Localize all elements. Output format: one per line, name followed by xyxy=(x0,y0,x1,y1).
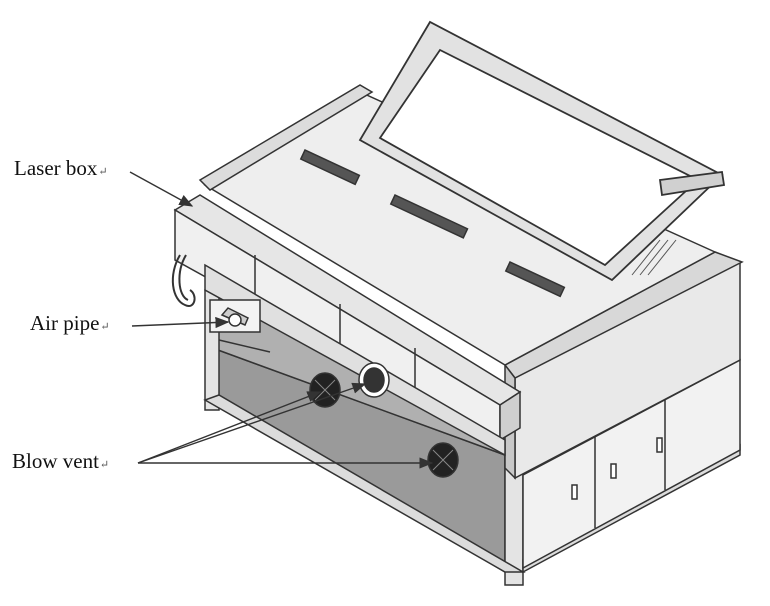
leader-lines xyxy=(129,171,434,469)
leader-air-pipe xyxy=(131,316,230,329)
laser-box-lower xyxy=(204,263,506,457)
label-blow-vent: Blow vent↵ xyxy=(12,449,110,473)
laser-box-housing xyxy=(173,194,522,457)
paragraph-mark: ↵ xyxy=(100,321,110,333)
vent-slots-2 xyxy=(389,194,469,239)
right-side-body xyxy=(503,251,744,480)
lid-handle xyxy=(658,170,726,197)
label-air-pipe: Air pipe↵ xyxy=(30,311,110,335)
leader-laser-box xyxy=(129,171,194,207)
vent-slots-3 xyxy=(504,261,566,298)
top-deck xyxy=(198,84,717,366)
door-handle-2 xyxy=(610,463,617,479)
air-pipe-hose xyxy=(171,254,196,307)
back-lip xyxy=(198,84,374,191)
door-handle-3 xyxy=(656,437,663,453)
air-pipe-connector xyxy=(209,299,261,333)
paragraph-mark: ↵ xyxy=(99,459,110,471)
leader-blow-vent-2 xyxy=(137,382,367,464)
lid xyxy=(358,20,726,282)
laser-box-end xyxy=(499,390,521,442)
door-handle-1 xyxy=(571,484,578,500)
vent-slots-1 xyxy=(299,149,361,186)
leader-blow-vent-1 xyxy=(137,391,322,464)
paragraph-mark: ↵ xyxy=(98,166,108,178)
label-laser-box: Laser box↵ xyxy=(14,156,108,180)
